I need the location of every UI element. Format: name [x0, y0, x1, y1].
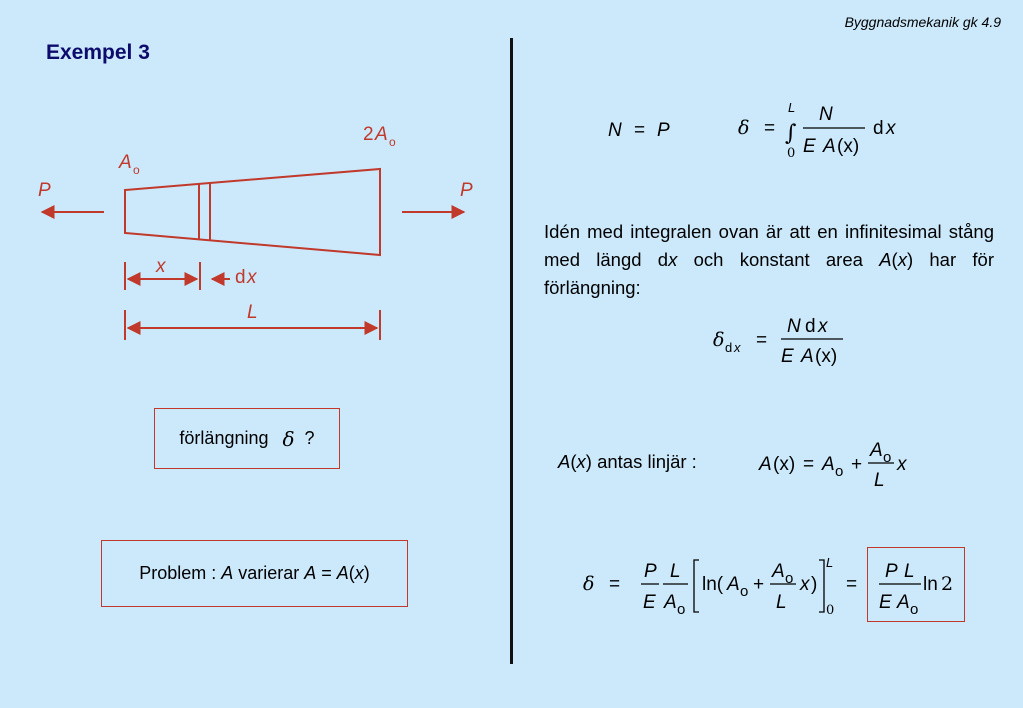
svg-text:A: A: [896, 592, 910, 613]
svg-text:=: =: [756, 330, 767, 351]
equation-delta-dx: δ d x = N d x E A (x): [713, 316, 843, 367]
label-2Ao-sub: o: [389, 135, 396, 149]
equations: N = P δ = ∫ L 0 N E A (x) d x δ d x = N …: [583, 100, 953, 618]
label-x: x: [155, 256, 167, 277]
svg-text:d: d: [873, 118, 884, 139]
svg-text:0: 0: [787, 146, 795, 161]
explanation-paragraph: Idén med integralen ovan är att en infin…: [544, 221, 994, 298]
svg-text:E: E: [803, 136, 816, 157]
svg-text:o: o: [785, 570, 793, 587]
svg-text:+: +: [753, 574, 764, 595]
svg-text:A: A: [800, 346, 814, 367]
svg-text:=: =: [634, 120, 645, 141]
svg-text:δ: δ: [713, 329, 724, 351]
svg-text:E: E: [643, 592, 656, 613]
problem-box: Problem : A varierar A = A(x): [101, 540, 408, 607]
svg-text:x: x: [733, 340, 741, 355]
equation-final: δ = P E L A o ln( A o + A o L x ) L 0 = …: [583, 555, 953, 618]
svg-text:o: o: [883, 449, 891, 466]
svg-text:E: E: [781, 346, 794, 367]
svg-text:ln: ln: [923, 574, 938, 595]
label-2Ao-coef: 2: [363, 124, 374, 145]
question-box: förlängning δ ?: [154, 408, 340, 469]
svg-text:x: x: [817, 316, 829, 337]
svg-text:(x): (x): [815, 346, 837, 367]
label-2Ao: A: [374, 124, 388, 145]
svg-text:(x): (x): [837, 136, 859, 157]
tapered-bar: [124, 167, 381, 257]
linear-assumption: A(x) antas linjär :: [558, 451, 697, 472]
svg-text:L: L: [826, 555, 833, 570]
label-L: L: [247, 302, 258, 323]
bar-figure: A o 2 A o P P x d x L: [38, 124, 473, 340]
svg-text:=: =: [846, 574, 857, 595]
svg-text:δ: δ: [738, 117, 749, 139]
svg-text:o: o: [677, 601, 685, 618]
svg-text:x: x: [799, 574, 811, 595]
svg-text:δ: δ: [583, 573, 594, 595]
svg-text:L: L: [874, 470, 885, 491]
svg-text:L: L: [670, 561, 681, 582]
page-title: Exempel 3: [46, 41, 150, 64]
svg-text:=: =: [803, 454, 814, 475]
equation-A-of-x: A (x) = A o + A o L x: [758, 440, 908, 491]
vertical-divider: [510, 38, 513, 664]
svg-text:x: x: [885, 118, 897, 139]
svg-text:): ): [811, 574, 817, 595]
svg-text:N: N: [787, 316, 801, 337]
svg-text:=: =: [609, 574, 620, 595]
label-dx-x: x: [246, 267, 258, 288]
svg-text:A: A: [663, 592, 677, 613]
svg-text:+: +: [851, 454, 862, 475]
svg-text:0: 0: [826, 603, 834, 618]
svg-text:ln(: ln(: [702, 574, 724, 595]
svg-text:N: N: [608, 120, 622, 141]
equation-delta-integral: δ = ∫ L 0 N E A (x) d x: [738, 100, 897, 161]
svg-text:E: E: [879, 592, 892, 613]
svg-text:N: N: [819, 104, 833, 125]
svg-text:A: A: [821, 454, 835, 475]
svg-text:L: L: [904, 561, 915, 582]
svg-text:o: o: [835, 463, 843, 480]
svg-text:P: P: [657, 120, 670, 141]
svg-text:o: o: [910, 601, 918, 618]
svg-text:d: d: [805, 316, 816, 337]
svg-text:x: x: [896, 454, 908, 475]
label-P-right: P: [460, 180, 473, 201]
label-dx-d: d: [235, 267, 246, 288]
label-Ao: A: [118, 152, 132, 173]
svg-text:L: L: [776, 592, 787, 613]
equation-N-P: N = P: [608, 120, 670, 141]
svg-text:A: A: [771, 561, 785, 582]
svg-text:d: d: [725, 340, 732, 355]
svg-text:A: A: [869, 440, 883, 461]
label-Ao-sub: o: [133, 163, 140, 177]
svg-text:A: A: [822, 136, 836, 157]
svg-text:P: P: [644, 561, 657, 582]
svg-text:2: 2: [941, 573, 953, 595]
label-P-left: P: [38, 180, 51, 201]
svg-text:A: A: [726, 574, 740, 595]
header-title: Byggnadsmekanik gk 4.9: [844, 14, 1001, 30]
svg-text:A: A: [758, 454, 772, 475]
answer-box: [867, 547, 965, 622]
svg-text:o: o: [740, 583, 748, 600]
svg-text:L: L: [788, 100, 795, 115]
svg-text:P: P: [885, 561, 898, 582]
svg-text:∫: ∫: [785, 121, 797, 146]
svg-text:(x): (x): [773, 454, 795, 475]
svg-text:=: =: [764, 118, 775, 139]
